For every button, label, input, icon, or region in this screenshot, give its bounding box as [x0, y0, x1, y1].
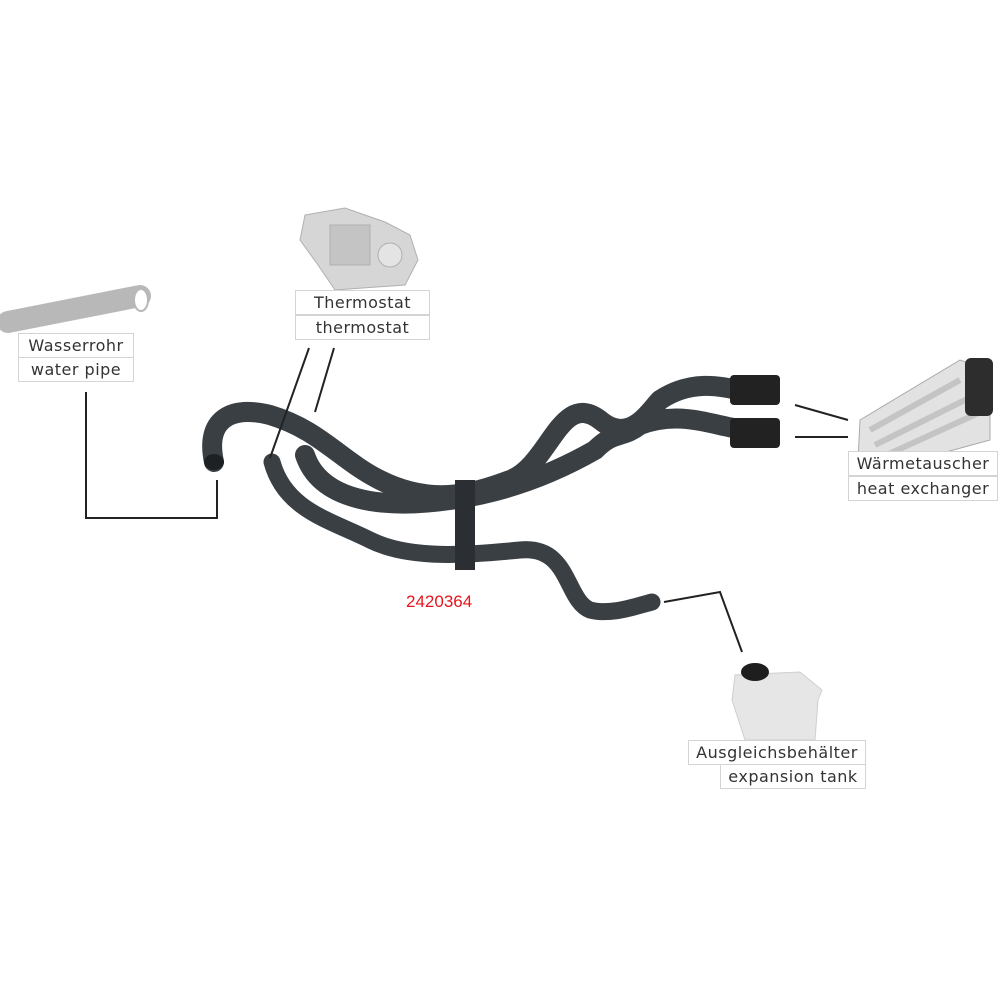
- leader-lines: [85, 347, 849, 653]
- expansion-tank-label-en: expansion tank: [720, 764, 866, 789]
- expansion-tank-label-de: Ausgleichsbehälter: [688, 740, 866, 765]
- heat-exchanger-image: [857, 358, 993, 471]
- water-pipe-label-en: water pipe: [18, 357, 134, 382]
- expansion-tank-image: [731, 663, 823, 741]
- thermostat-label-en: thermostat: [295, 315, 430, 340]
- water-pipe-image: [0, 285, 151, 333]
- heat-exchanger-label-en: heat exchanger: [848, 476, 998, 501]
- thermostat-image: [299, 207, 419, 291]
- heat-exchanger-label-de: Wärmetauscher: [848, 451, 998, 476]
- hose-assembly: [202, 375, 780, 621]
- water-pipe-label-de: Wasserrohr: [18, 333, 134, 358]
- part-number: 2420364: [406, 592, 473, 611]
- thermostat-label-de: Thermostat: [295, 290, 430, 315]
